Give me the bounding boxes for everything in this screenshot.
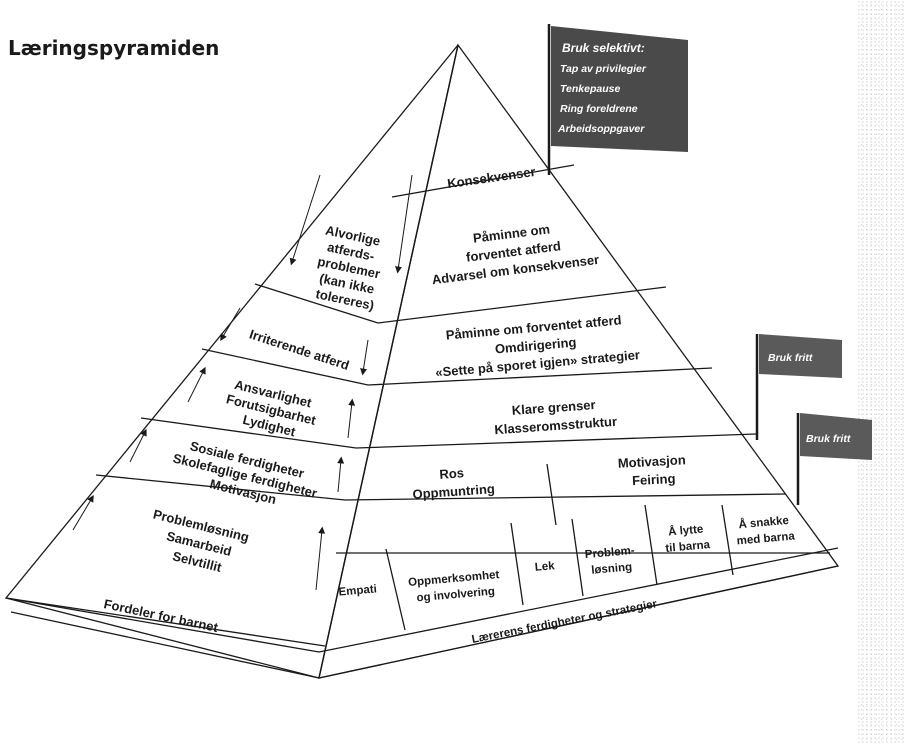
arrow-down-icon: [220, 307, 241, 342]
flag-middle: Bruk fritt: [755, 334, 842, 440]
label-lek: Lek: [534, 560, 555, 574]
label-empati: Empati: [338, 583, 377, 598]
flag-lower-label: Bruk fritt: [806, 433, 851, 445]
flag-lower: Bruk fritt: [796, 413, 872, 505]
label-left-row2: Irriterende atferd: [248, 327, 352, 373]
flag-top-line: Tap av privilegier: [560, 63, 647, 75]
label-feiring: Feiring: [632, 471, 676, 488]
label-til-barna: til barna: [665, 539, 711, 555]
label-problem: Problem-: [584, 545, 635, 561]
left-face-bands: [5, 283, 379, 647]
label-losning: løsning: [591, 561, 633, 577]
label-motivasjon: Motivasjon: [617, 452, 686, 471]
label-snakke: Å snakke: [738, 514, 789, 531]
arrow-up-icon: [347, 398, 356, 439]
flag-top: Bruk selektivt: Tap av privilegier Tenke…: [547, 24, 688, 175]
label-oppmuntring: Oppmuntring: [412, 481, 495, 502]
arrow-down-icon: [289, 174, 321, 266]
label-involvering: og involvering: [416, 586, 495, 605]
label-lytte: Å lytte: [668, 523, 704, 539]
left-face-arrows: [72, 174, 413, 591]
right-face-labels: Konsekvenser Påminne om forventet atferd…: [338, 164, 796, 646]
label-right-base: Lærerens ferdigheter og strategier: [471, 598, 659, 646]
scan-edge-texture: [857, 0, 905, 744]
label-row3-line: Omdirigering: [494, 334, 577, 356]
label-ros: Ros: [439, 465, 465, 482]
arrow-up-icon: [187, 366, 206, 403]
label-med-barna: med barna: [736, 530, 796, 547]
flag-top-line: Arbeidsoppgaver: [557, 123, 645, 135]
arrow-up-icon: [129, 428, 147, 463]
label-row4-line: Klare grenser: [511, 397, 596, 418]
flag-middle-label: Bruk fritt: [768, 352, 813, 364]
arrow-down-icon: [360, 339, 369, 376]
arrow-down-icon: [395, 174, 413, 274]
arrow-up-icon: [72, 494, 94, 531]
flag-top-line: Ring foreldrene: [560, 103, 638, 115]
flag-top-line: Bruk selektivt:: [562, 41, 645, 55]
arrow-up-icon: [337, 456, 345, 493]
label-konsekvenser: Konsekvenser: [446, 164, 536, 191]
page-title: Læringspyramiden: [8, 36, 220, 60]
flag-top-line: Tenkepause: [560, 83, 620, 95]
arrow-up-icon: [315, 526, 326, 591]
right-face-bands: [336, 164, 830, 631]
